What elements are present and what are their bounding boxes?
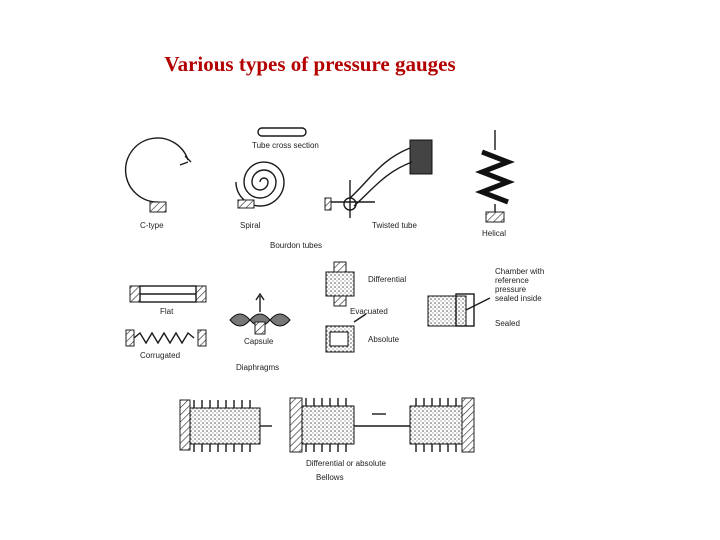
helical-tube <box>475 130 515 223</box>
capsule-label: Capsule <box>244 337 274 346</box>
twisted-tube-label: Twisted tube <box>372 221 417 230</box>
differential-or-absolute-label: Differential or absolute <box>306 459 386 468</box>
corrugated-label: Corrugated <box>140 351 180 360</box>
evacuated-capsule <box>325 313 367 353</box>
evacuated-label: Evacuated <box>350 307 388 316</box>
bellows-label: Bellows <box>316 473 344 482</box>
twisted-tube <box>324 139 433 218</box>
chamber-label-2: reference <box>495 276 529 285</box>
page-title: Various types of pressure gauges <box>164 52 456 76</box>
helical-label: Helical <box>482 229 506 238</box>
flat-diaphragm <box>129 285 207 303</box>
diaphragms-label: Diaphragms <box>236 363 279 372</box>
spiral-label: Spiral <box>240 221 261 230</box>
spiral-tube <box>235 161 285 209</box>
absolute-label: Absolute <box>368 335 400 344</box>
chamber-label-4: sealed inside <box>495 294 542 303</box>
capsule-diaphragm <box>229 292 291 335</box>
corrugated-diaphragm <box>125 329 207 347</box>
sealed-capsule <box>427 293 491 327</box>
pressure-gauges-diagram: C-type Tube cross section Spiral Twisted… <box>124 127 544 482</box>
chamber-label-1: Chamber with <box>495 267 544 276</box>
bellows-single <box>179 399 272 452</box>
c-type-tube <box>124 137 192 213</box>
tube-cross-section <box>257 127 307 137</box>
bellows-differential <box>289 397 475 453</box>
bourdon-tubes-label: Bourdon tubes <box>270 241 322 250</box>
sealed-label: Sealed <box>495 319 520 328</box>
chamber-label-3: pressure <box>495 285 527 294</box>
c-type-label: C-type <box>140 221 164 230</box>
tube-cross-section-label: Tube cross section <box>252 141 319 150</box>
flat-label: Flat <box>160 307 174 316</box>
differential-capsule <box>325 261 355 307</box>
differential-label: Differential <box>368 275 406 284</box>
